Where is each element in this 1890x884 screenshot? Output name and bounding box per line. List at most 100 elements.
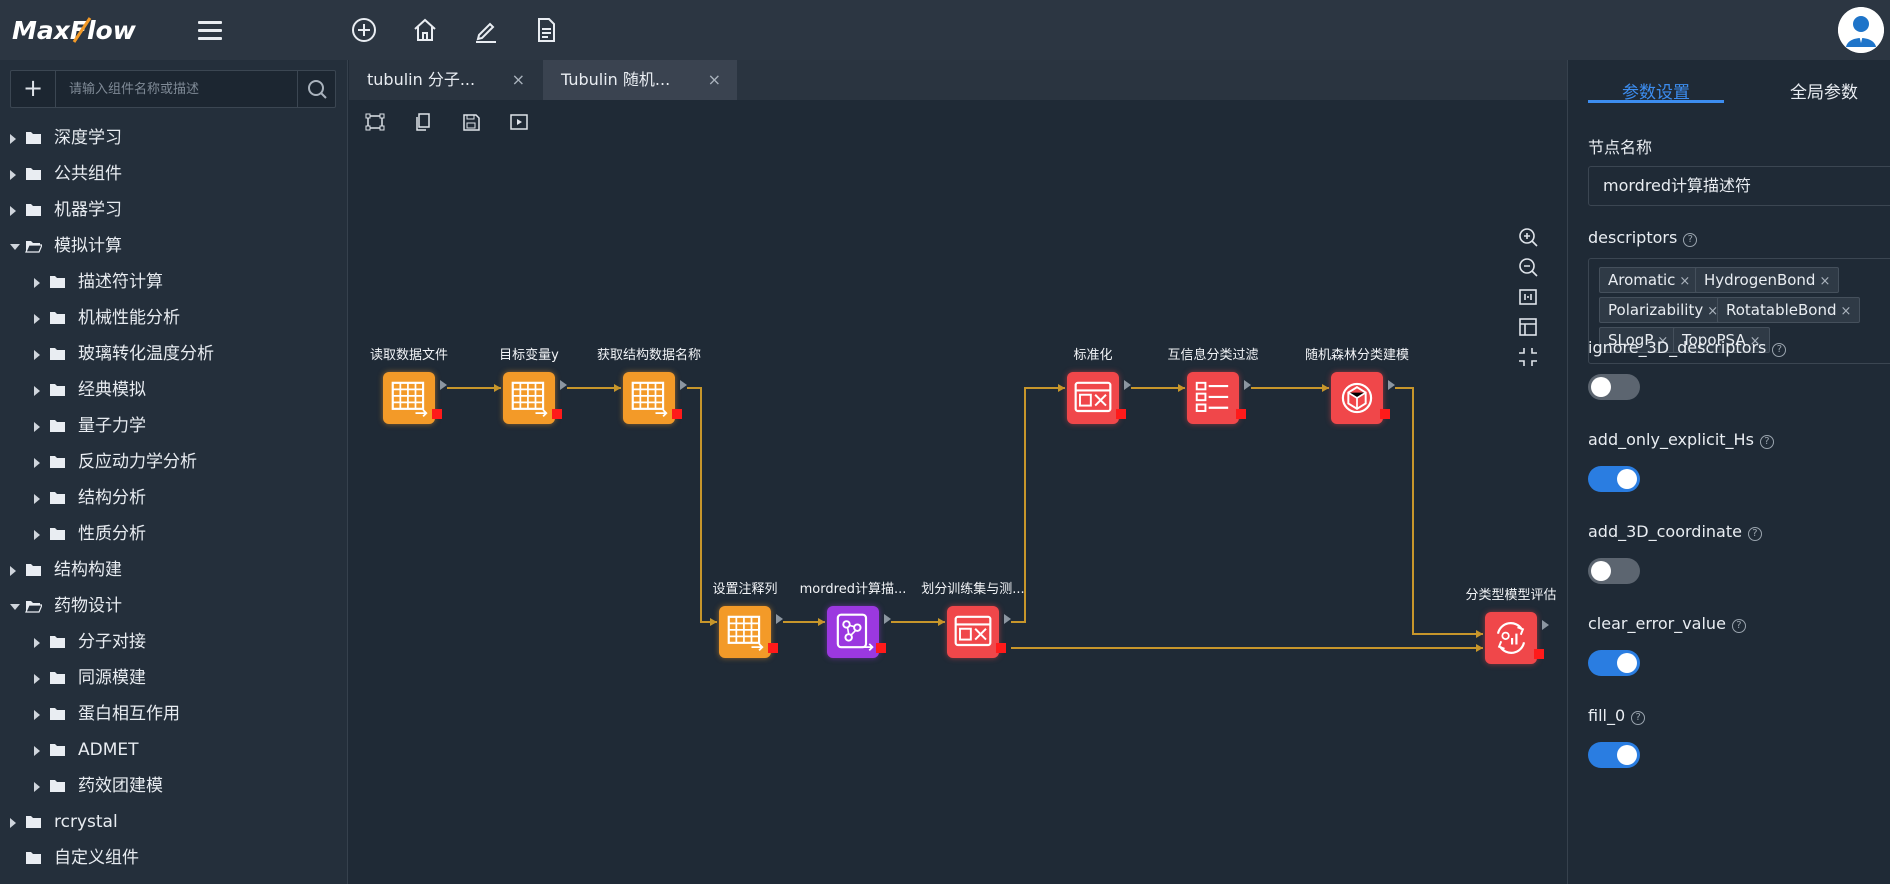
flow-edge[interactable] xyxy=(1395,387,1483,635)
copy-icon[interactable] xyxy=(413,112,433,132)
tab-tubulin-molecule[interactable]: tubulin 分子... × xyxy=(349,60,541,100)
tag-remove-icon[interactable]: × xyxy=(1819,274,1831,289)
output-port[interactable] xyxy=(1244,380,1251,390)
random-forest-node[interactable] xyxy=(1331,372,1395,424)
output-port[interactable] xyxy=(440,380,447,390)
help-icon[interactable]: ? xyxy=(1772,343,1787,357)
caret-right-icon[interactable] xyxy=(34,782,40,792)
classification-eval-node[interactable] xyxy=(1485,612,1549,664)
help-icon[interactable]: ? xyxy=(1631,711,1646,725)
output-port[interactable] xyxy=(776,614,783,624)
output-port[interactable] xyxy=(1124,380,1131,390)
search-icon[interactable] xyxy=(297,71,335,107)
caret-right-icon[interactable] xyxy=(34,494,40,504)
standardize-node[interactable] xyxy=(1067,372,1131,424)
tree-item[interactable]: 模拟计算 xyxy=(0,228,348,264)
caret-right-icon[interactable] xyxy=(10,170,16,180)
tree-item[interactable]: 结构构建 xyxy=(0,552,348,588)
toggle-switch[interactable] xyxy=(1588,742,1640,768)
tree-item[interactable]: 机器学习 xyxy=(0,192,348,228)
help-icon[interactable]: ? xyxy=(1747,527,1762,541)
tree-item[interactable]: 蛋白相互作用 xyxy=(0,696,348,732)
caret-right-icon[interactable] xyxy=(10,134,16,144)
flow-edge[interactable] xyxy=(1011,387,1065,623)
tag-remove-icon[interactable]: × xyxy=(1749,334,1761,349)
node-name-field[interactable]: mordred计算描述符 xyxy=(1588,166,1890,206)
select-area-icon[interactable] xyxy=(365,112,385,132)
caret-right-icon[interactable] xyxy=(34,422,40,432)
train-test-split-node[interactable] xyxy=(947,606,1011,658)
tag-remove-icon[interactable]: × xyxy=(1707,304,1719,319)
user-avatar[interactable] xyxy=(1838,7,1884,53)
component-search-input[interactable] xyxy=(57,71,297,107)
mordred-descriptor-node[interactable] xyxy=(827,606,891,658)
tree-item[interactable]: 药效团建模 xyxy=(0,768,348,804)
save-icon[interactable] xyxy=(461,112,481,132)
caret-right-icon[interactable] xyxy=(10,818,16,828)
help-icon[interactable]: ? xyxy=(1731,619,1746,633)
caret-right-icon[interactable] xyxy=(10,206,16,216)
output-port[interactable] xyxy=(1542,620,1549,630)
set-annotation-node[interactable] xyxy=(719,606,783,658)
fit-icon[interactable] xyxy=(1517,286,1539,308)
tab-global-parameters[interactable]: 全局参数 xyxy=(1764,70,1884,104)
home-icon[interactable] xyxy=(410,15,440,45)
descriptors-multiselect[interactable]: Aromatic×HydrogenBond×Polarizability×Rot… xyxy=(1588,258,1890,364)
mutual-info-filter-node[interactable] xyxy=(1187,372,1251,424)
tree-item[interactable]: 自定义组件 xyxy=(0,840,348,876)
tag-remove-icon[interactable]: × xyxy=(1840,304,1852,319)
toggle-switch[interactable] xyxy=(1588,466,1640,492)
tree-item[interactable]: 描述符计算 xyxy=(0,264,348,300)
caret-right-icon[interactable] xyxy=(34,386,40,396)
fullscreen-exit-icon[interactable] xyxy=(1517,346,1539,368)
layout-icon[interactable] xyxy=(1517,316,1539,338)
target-variable-node[interactable] xyxy=(503,372,567,424)
add-component-button[interactable]: + xyxy=(11,71,56,107)
output-port[interactable] xyxy=(560,380,567,390)
tree-item[interactable]: 同源模建 xyxy=(0,660,348,696)
zoom-out-icon[interactable] xyxy=(1517,256,1539,278)
tree-item[interactable]: 量子力学 xyxy=(0,408,348,444)
run-icon[interactable] xyxy=(509,112,529,132)
tree-item[interactable]: 药物设计 xyxy=(0,588,348,624)
caret-right-icon[interactable] xyxy=(34,746,40,756)
toggle-switch[interactable] xyxy=(1588,374,1640,400)
zoom-in-icon[interactable] xyxy=(1517,226,1539,248)
read-data-node[interactable] xyxy=(383,372,447,424)
maxflow-logo[interactable]: MaxFlow xyxy=(12,12,162,48)
tree-item[interactable]: ADMET xyxy=(0,732,348,768)
caret-right-icon[interactable] xyxy=(34,314,40,324)
edit-icon[interactable] xyxy=(471,15,501,45)
tree-item[interactable]: 结构分析 xyxy=(0,480,348,516)
caret-down-icon[interactable] xyxy=(10,244,20,250)
output-port[interactable] xyxy=(884,614,891,624)
tree-item[interactable]: 分子对接 xyxy=(0,624,348,660)
plus-circle-icon[interactable] xyxy=(349,15,379,45)
tab-close-icon[interactable]: × xyxy=(707,70,721,89)
document-icon[interactable] xyxy=(531,15,561,45)
tree-item[interactable]: 机械性能分析 xyxy=(0,300,348,336)
toggle-switch[interactable] xyxy=(1588,558,1640,584)
tab-tubulin-random[interactable]: Tubulin 随机... × xyxy=(543,60,737,100)
tree-item[interactable]: 玻璃转化温度分析 xyxy=(0,336,348,372)
tree-item[interactable]: 反应动力学分析 xyxy=(0,444,348,480)
caret-right-icon[interactable] xyxy=(34,674,40,684)
help-icon[interactable]: ? xyxy=(1759,435,1774,449)
caret-right-icon[interactable] xyxy=(34,350,40,360)
menu-toggle-button[interactable] xyxy=(196,16,224,44)
tree-item[interactable]: 公共组件 xyxy=(0,156,348,192)
caret-right-icon[interactable] xyxy=(34,530,40,540)
output-port[interactable] xyxy=(680,380,687,390)
tab-parameter-settings[interactable]: 参数设置 xyxy=(1588,70,1724,104)
caret-right-icon[interactable] xyxy=(34,710,40,720)
tag-remove-icon[interactable]: × xyxy=(1657,334,1669,349)
tree-item[interactable]: 深度学习 xyxy=(0,120,348,156)
caret-right-icon[interactable] xyxy=(10,566,16,576)
tree-item[interactable]: 性质分析 xyxy=(0,516,348,552)
tree-item[interactable]: rcrystal xyxy=(0,804,348,840)
get-structure-names-node[interactable] xyxy=(623,372,687,424)
caret-right-icon[interactable] xyxy=(34,458,40,468)
tag-remove-icon[interactable]: × xyxy=(1679,274,1691,289)
caret-right-icon[interactable] xyxy=(34,278,40,288)
